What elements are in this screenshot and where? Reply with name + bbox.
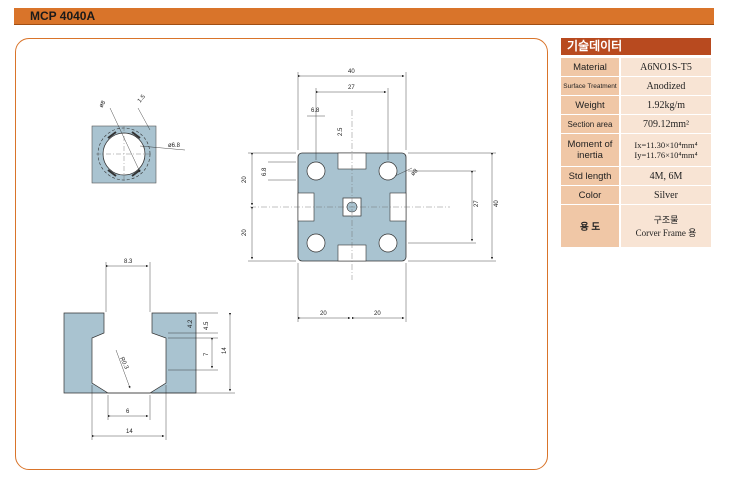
dim-6-8: 6.8	[311, 108, 320, 114]
detail-slot-closeup: ø8 1.5 ø6.8	[91, 94, 186, 184]
usage-line-2: Corver Frame 용	[635, 228, 697, 238]
dim-left-20b: 20	[242, 229, 248, 236]
spec-row: Section area 709.12mm²	[561, 114, 711, 134]
usage-line-1: 구조물	[653, 215, 679, 225]
technical-drawing: ø8 1.5 ø6.8 40 27 6.8 2.5 ø8	[63, 69, 500, 440]
dim-phi8-profile: ø8	[410, 168, 420, 178]
spec-value: Silver	[620, 185, 711, 205]
spec-row: Weight 1.92kg/m	[561, 95, 711, 115]
dim-right-27: 27	[474, 200, 480, 207]
dim-14-vertical: 14	[222, 347, 228, 354]
spec-row: Color Silver	[561, 185, 711, 205]
dim-top-40: 40	[348, 69, 355, 75]
dim-14-horizontal: 14	[126, 429, 133, 435]
inertia-ix: Ix=11.30×10⁴mm⁴	[634, 140, 698, 150]
title-bar: MCP 4040A	[14, 8, 714, 25]
spec-table-panel: 기술데이터 Material A6NO1S-T5 Surface Treatme…	[561, 38, 711, 248]
dim-4-2: 4.2	[188, 319, 194, 328]
product-title: MCP 4040A	[30, 9, 96, 23]
spec-row: Surface Treatment Anodized	[561, 76, 711, 96]
spec-row: 용 도 구조물 Corver Frame 용	[561, 204, 711, 248]
dim-r0-3: R0.3	[118, 356, 129, 371]
dim-4-5: 4.5	[204, 321, 210, 330]
dim-bot-20a: 20	[320, 311, 327, 317]
spec-key: Weight	[561, 95, 621, 115]
spec-key: Moment of inertia	[561, 133, 621, 167]
spec-row: Material A6NO1S-T5	[561, 58, 711, 77]
spec-value: 1.92kg/m	[620, 95, 711, 115]
dim-8-3: 8.3	[124, 259, 133, 265]
spec-key: Color	[561, 185, 621, 205]
spec-key: Section area	[561, 114, 621, 134]
dim-top-27: 27	[348, 85, 355, 91]
drawing-panel	[15, 38, 548, 470]
dim-6: 6	[126, 409, 130, 415]
spec-value: A6NO1S-T5	[620, 58, 711, 77]
spec-row: Moment of inertia Ix=11.30×10⁴mm⁴ Iy=11.…	[561, 133, 711, 167]
spec-row: Std length 4M, 6M	[561, 166, 711, 186]
dim-left-6-8: 6.8	[262, 167, 268, 176]
inertia-iy: Iy=11.76×10⁴mm⁴	[634, 150, 698, 160]
dim-phi6-8: ø6.8	[168, 143, 181, 149]
detail-t-slot: 8.3 4.2 4.5 7 14 R0.3 6 14	[63, 259, 235, 440]
spec-value: Ix=11.30×10⁴mm⁴ Iy=11.76×10⁴mm⁴	[620, 133, 711, 167]
spec-value: 4M, 6M	[620, 166, 711, 186]
dim-7: 7	[204, 352, 210, 356]
profile-cross-section: 40 27 6.8 2.5 ø8 20 20 6.8 27 40 20	[242, 69, 500, 322]
dim-left-20a: 20	[242, 176, 248, 183]
dim-1-5: 1.5	[137, 94, 147, 105]
dim-right-40: 40	[494, 200, 500, 207]
spec-key: Surface Treatment	[561, 76, 621, 96]
dim-bot-20b: 20	[374, 311, 381, 317]
spec-value: 709.12mm²	[620, 114, 711, 134]
spec-heading: 기술데이터	[561, 38, 711, 55]
spec-value: 구조물 Corver Frame 용	[620, 204, 711, 248]
spec-table: Material A6NO1S-T5 Surface Treatment Ano…	[561, 58, 711, 248]
spec-key: Std length	[561, 166, 621, 186]
spec-key: Material	[561, 58, 621, 77]
dim-phi8: ø8	[99, 99, 108, 109]
spec-key: 용 도	[561, 204, 621, 248]
dim-2-5: 2.5	[338, 127, 344, 136]
spec-value: Anodized	[620, 76, 711, 96]
